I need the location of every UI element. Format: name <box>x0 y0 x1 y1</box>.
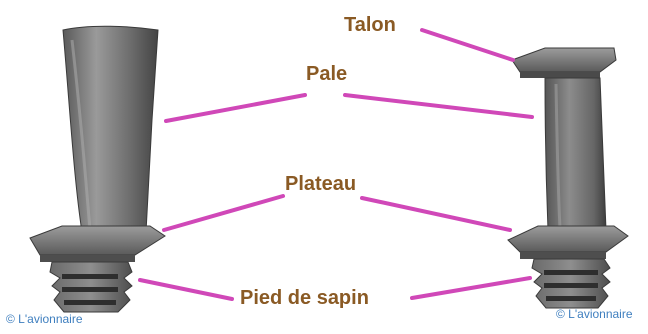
leader-line-pied-right <box>410 276 532 300</box>
right-blade-shroud <box>511 47 617 73</box>
leader-lines <box>138 28 534 301</box>
copyright-left: © L'avionnaire <box>6 312 83 326</box>
label-talon: Talon <box>344 14 396 36</box>
leader-line-pale-left <box>164 93 307 123</box>
left-blade-airfoil <box>62 25 159 233</box>
copyright-right: © L'avionnaire <box>556 307 633 321</box>
left-blade <box>29 25 166 313</box>
leader-line-plateau-left <box>162 194 285 232</box>
label-plateau: Plateau <box>285 173 357 195</box>
leader-line-plateau-right <box>360 196 512 232</box>
leader-line-talon <box>420 28 515 62</box>
leader-line-pied-left <box>138 278 234 301</box>
right-blade-fir-tree-root <box>531 258 611 309</box>
right-blade <box>507 47 629 309</box>
right-blade-platform <box>507 225 629 253</box>
label-pale: Pale <box>306 63 348 85</box>
leader-line-pale-right <box>343 93 534 119</box>
label-pied-de-sapin: Pied de sapin <box>240 287 369 309</box>
left-blade-platform <box>29 225 166 256</box>
right-blade-airfoil <box>544 77 607 231</box>
left-blade-fir-tree-root <box>49 261 133 313</box>
